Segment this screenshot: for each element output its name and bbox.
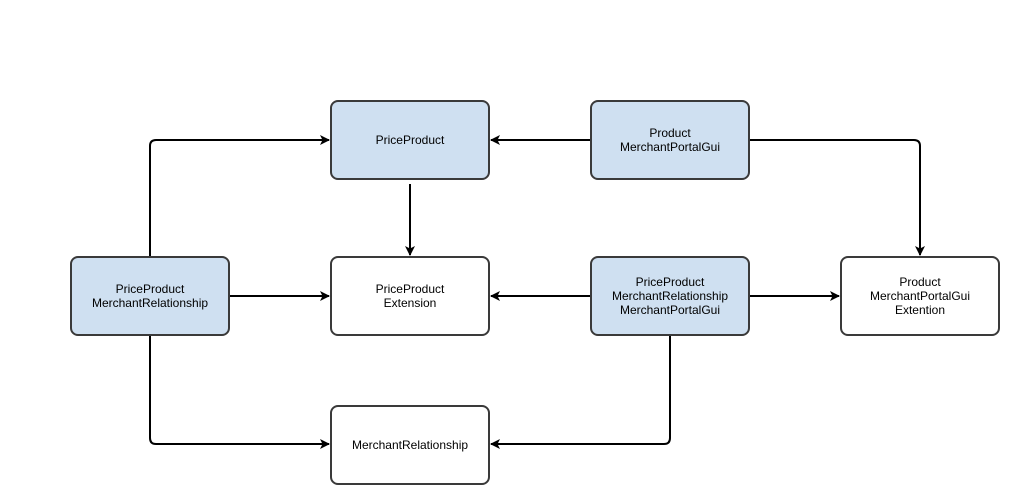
node-label-line: MerchantPortalGui [869, 289, 971, 303]
node-price-product[interactable]: PriceProduct [330, 100, 490, 180]
node-label-line: Product [899, 275, 941, 289]
node-label-line: PriceProduct [115, 282, 185, 296]
edge-product-merchant-portal-gui-to-product-merchant-portal-gui-extention [750, 139, 925, 256]
node-label-line: MerchantRelationship [351, 438, 469, 452]
node-label-line: PriceProduct [635, 275, 705, 289]
node-label-line: MerchantPortalGui [619, 303, 721, 317]
node-label-line: PriceProduct [375, 282, 445, 296]
node-label-line: MerchantPortalGui [619, 140, 721, 154]
node-label-line: Extention [894, 303, 946, 317]
node-merchant-relationship[interactable]: MerchantRelationship [330, 405, 490, 485]
edge-price-product-merchant-relationship-merchant-portal-gui-to-merchant-relationship [490, 336, 671, 449]
node-label-line: MerchantRelationship [91, 296, 209, 310]
node-label-line: Extension [383, 296, 437, 310]
node-label-line: PriceProduct [375, 133, 445, 147]
node-label-line: MerchantRelationship [611, 289, 729, 303]
edge-price-product-merchant-relationship-to-price-product [149, 135, 330, 256]
node-label-line: Product [649, 126, 691, 140]
edge-price-product-merchant-relationship-to-merchant-relationship [149, 336, 330, 449]
